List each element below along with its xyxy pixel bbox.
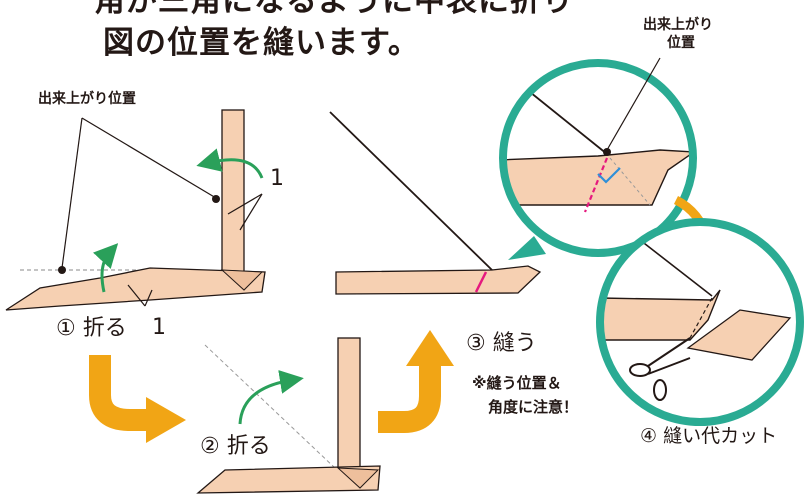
heading-line-2: 図の位置を縫います。 xyxy=(103,25,420,61)
step-2-text: 折る xyxy=(226,434,271,459)
panel-3-sew xyxy=(329,111,546,295)
horizontal-tape xyxy=(5,267,266,311)
step-1-text: 折る xyxy=(82,316,127,341)
note-line-1: ※縫う位置＆ xyxy=(472,374,562,392)
heading-line-1: 角が三角になるように中表に折り xyxy=(94,0,574,19)
orange-arrow-step2-to-3 xyxy=(378,330,454,433)
step-4-number: ④ xyxy=(640,425,658,447)
scissors-icon xyxy=(629,337,691,401)
cut-off-piece xyxy=(686,309,792,361)
finished-position-label-right-2: 位置 xyxy=(667,35,695,51)
marker-1-top: 1 xyxy=(270,166,284,191)
step-3-number: ③ xyxy=(466,331,486,356)
finished-position-label-right-1: 出来上がり xyxy=(643,17,713,33)
panel-2-fold xyxy=(196,337,381,494)
green-fold-arrow-top xyxy=(196,148,264,179)
finished-point-left xyxy=(58,266,66,274)
step-2-number: ② xyxy=(200,434,220,459)
note-line-2: 角度に注意！ xyxy=(488,398,579,416)
green-fold-arrow-bottom xyxy=(93,243,119,293)
panel-1-fold xyxy=(5,109,266,311)
step-1-label: ① 折る xyxy=(56,318,127,340)
green-fold-arrow-step2 xyxy=(238,370,304,425)
vertical-tape xyxy=(221,109,245,286)
angle-mark xyxy=(597,167,621,184)
step-3-label: ③ 縫う xyxy=(466,333,537,355)
orange-arrow-step1-to-2 xyxy=(89,355,186,443)
step-4-label: ④ 縫い代カット xyxy=(640,427,777,446)
step-3-text: 縫う xyxy=(492,331,537,356)
step-2-label: ② 折る xyxy=(200,436,271,458)
step-1-number: ① xyxy=(56,316,76,341)
tape-corner xyxy=(220,269,264,291)
step-4-text: 縫い代カット xyxy=(663,425,778,447)
zoom-circle-cut xyxy=(596,218,804,426)
marker-1-bottom: 1 xyxy=(152,315,166,340)
stitch-line xyxy=(474,271,488,293)
finished-position-label-left: 出来上がり位置 xyxy=(38,91,136,107)
zoom-circle-stitch xyxy=(499,57,697,257)
